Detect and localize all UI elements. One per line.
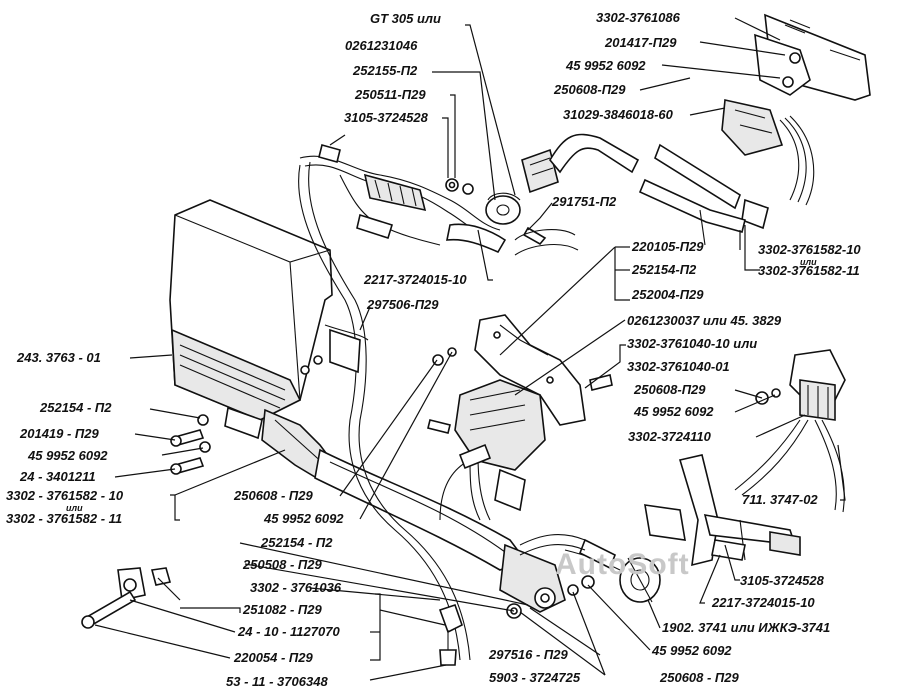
ecu-connector: [224, 406, 337, 482]
relay-bracket: [721, 13, 871, 230]
label-250608-top: 250608-П29: [554, 82, 626, 97]
label-252154-low: 252154 - П2: [261, 535, 333, 550]
label-2217-right: 2217-3724015-10: [712, 595, 815, 610]
label-250608-bottom: 250608 - П29: [660, 670, 739, 685]
label-250608-right: 250608-П29: [634, 382, 706, 397]
leader-lines: [94, 17, 846, 681]
label-24-3401211: 24 - 3401211: [20, 469, 96, 484]
label-201419: 201419 - П29: [20, 426, 99, 441]
label-220105: 220105-П29: [632, 239, 704, 254]
label-250511: 250511-П29: [355, 87, 426, 102]
right-tube: [678, 454, 801, 567]
upper-connector: [514, 133, 640, 256]
ecu-unit: [169, 199, 333, 421]
label-45-9952-6092-bottom: 45 9952 6092: [652, 643, 732, 658]
label-1902-3741: 1902. 3741 или ИЖКЭ-3741: [662, 620, 831, 635]
label-3302-3761036: 3302 - 3761036: [250, 580, 342, 595]
label-201417: 201417-П29: [605, 35, 677, 50]
label-53-11-3706348: 53 - 11 - 3706348: [226, 674, 328, 689]
label-291751: 291751-П2: [552, 194, 617, 209]
label-24-10-1127070: 24 - 10 - 1127070: [238, 624, 340, 639]
label-711-3747-02: 711. 3747-02: [742, 492, 818, 507]
label-5903-3724725: 5903 - 3724725: [489, 670, 581, 685]
vertical-wire: [298, 161, 471, 661]
label-3302-3761582-11-left: 3302 - 3761582 - 11: [6, 511, 123, 526]
label-3302-3724110: 3302-3724110: [628, 429, 711, 444]
label-45-9952-6092-right: 45 9952 6092: [634, 404, 714, 419]
label-ili-left: или: [66, 503, 83, 513]
label-297516: 297516 - П29: [489, 647, 568, 662]
label-3105-3724528-right: 3105-3724528: [740, 573, 824, 588]
left-clamp: [81, 567, 172, 629]
label-0261230037: 0261230037 или 45. 3829: [627, 313, 782, 328]
label-3302-3761582-10-left: 3302 - 3761582 - 10: [6, 488, 124, 503]
left-bolts: [170, 414, 211, 475]
label-3302-3761582-11-top: 3302-3761582-11: [758, 263, 860, 278]
mid-bracket: [427, 314, 586, 521]
label-gt305: GT 305 или: [370, 11, 441, 26]
label-297506: 297506-П29: [367, 297, 439, 312]
label-31029: 31029-3846018-60: [563, 107, 673, 122]
speed-sensor: [519, 504, 686, 603]
label-3105-3724528-top: 3105-3724528: [344, 110, 428, 125]
label-220054: 220054 - П29: [234, 650, 313, 665]
label-252155: 252155-П2: [353, 63, 418, 78]
label-251082: 251082 - П29: [243, 602, 322, 617]
label-3302-3761040-01: 3302-3761040-01: [627, 359, 730, 374]
label-45-9952-6092-top: 45 9952 6092: [566, 58, 646, 73]
vacuum-tubes: [638, 143, 746, 246]
label-0261231046: 0261231046: [345, 38, 418, 53]
watermark: AutoSoft: [555, 548, 690, 581]
top-harness: [299, 144, 507, 254]
label-3302-3761582-10-top: 3302-3761582-10: [758, 242, 861, 257]
label-252004: 252004-П29: [632, 287, 704, 302]
label-3302-3761086: 3302-3761086: [596, 10, 680, 25]
label-252154-mid: 252154-П2: [632, 262, 697, 277]
label-45-9952-6092-mid: 45 9952 6092: [264, 511, 344, 526]
label-252154-left: 252154 - П2: [40, 400, 112, 415]
right-sensor: [589, 349, 846, 513]
label-3302-3761040-10: 3302-3761040-10 или: [627, 336, 758, 351]
label-250608-mid: 250608 - П29: [234, 488, 313, 503]
lower-fasteners: [438, 603, 522, 666]
label-45-9952-6092-left: 45 9952 6092: [28, 448, 108, 463]
label-2217-top: 2217-3724015-10: [364, 272, 467, 287]
label-243-3763-01: 243. 3763 - 01: [17, 350, 101, 365]
label-ili-top: или: [800, 257, 817, 267]
label-250508: 250508 - П29: [243, 557, 322, 572]
